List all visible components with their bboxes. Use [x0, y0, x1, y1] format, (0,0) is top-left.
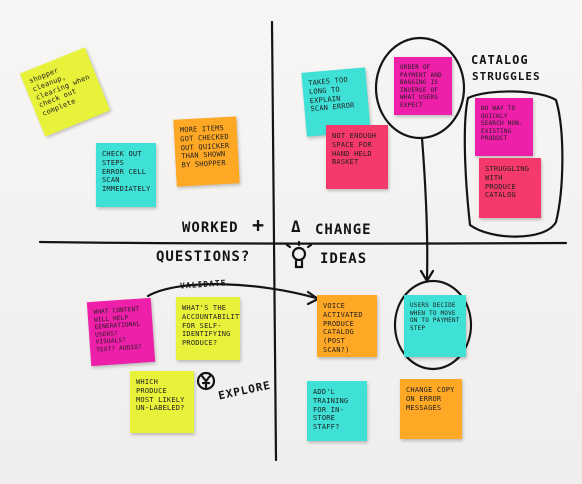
- label-worked: WORKED: [182, 220, 239, 236]
- catalog-struggles-outline: [463, 90, 564, 238]
- label-catalog: CATALOG: [471, 53, 529, 67]
- note-not-enough-space: NOT ENOUGH SPACE FOR HAND HELD BASKET: [326, 125, 388, 189]
- note-check-out-steps: CHECK OUT STEPS ERROR CELL SCAN IMMEDIAT…: [96, 143, 156, 207]
- label-struggles: STRUGGLES: [472, 70, 541, 83]
- note-voice-activated: VOICE ACTIVATED PRODUCE CATALOG (POST SC…: [317, 295, 377, 357]
- lightbulb-icon: [285, 240, 313, 269]
- note-no-way-to-search: NO WAY TO QUICKLY SEARCH NON-EXISTING PR…: [475, 98, 533, 156]
- users-decide-circle: [393, 279, 473, 371]
- note-users-decide: USERS DECIDE WHEN TO MOVE ON TO PAYMENT …: [404, 295, 466, 357]
- arrow-icon: [420, 136, 429, 280]
- label-plus: +: [252, 213, 266, 237]
- note-order-of-payment: ORDER OF PAYMENT AND BAGGING IS INVERSE …: [394, 57, 452, 115]
- horizontal-axis-line: [38, 240, 568, 245]
- order-note-circle: [374, 36, 466, 140]
- vertical-axis-line: [270, 20, 278, 462]
- label-change: CHANGE: [315, 222, 372, 238]
- note-accountability: WHAT'S THE ACCOUNTABILITY FOR SELF-IDENT…: [176, 297, 240, 360]
- note-what-content: WHAT CONTENT WILL HELP GENERATIONAL USER…: [86, 297, 156, 367]
- note-struggling-with: STRUGGLING WITH PRODUCE CATALOG: [479, 158, 541, 218]
- note-add-training: ADD'L TRAINING FOR IN-STORE STAFF?: [307, 381, 367, 441]
- label-questions: QUESTIONS?: [156, 249, 251, 265]
- label-ideas: IDEAS: [320, 251, 368, 267]
- note-which-produce: WHICH PRODUCE MOST LIKELY UN-LABELED?: [130, 371, 194, 433]
- label-delta: Δ: [291, 217, 302, 236]
- yen-circle-icon: [196, 371, 216, 391]
- note-more-items: MORE ITEMS GOT CHECKED OUT QUICKER THAN …: [173, 116, 240, 187]
- note-change-copy: CHANGE COPY ON ERROR MESSAGES: [400, 379, 462, 439]
- validate-arrow: [146, 283, 318, 300]
